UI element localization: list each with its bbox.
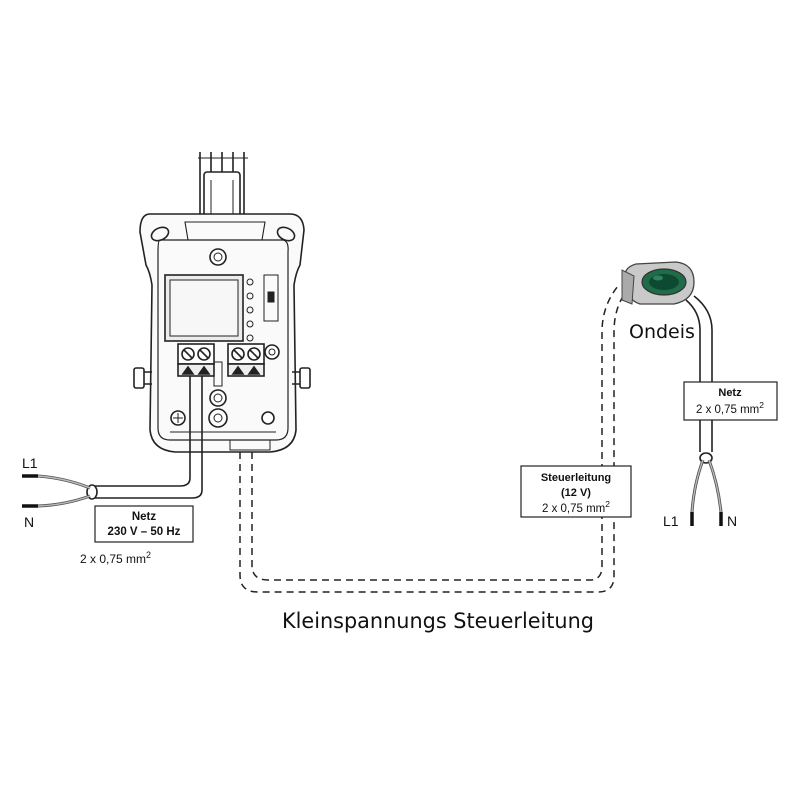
sensor-n-label: N (727, 513, 737, 529)
terminal-block-left (177, 343, 215, 377)
sensor-mains-cable (685, 295, 723, 526)
sensor-device (621, 261, 695, 305)
left-n-label: N (24, 514, 34, 530)
side-knob-right (292, 367, 311, 389)
left-l1-label: L1 (22, 455, 38, 471)
left-supply-box: Netz 230 V – 50 Hz (94, 505, 194, 543)
mount-hole-right (276, 226, 296, 242)
control-unit (133, 152, 311, 453)
cable-gland (198, 152, 248, 219)
sensor-l1-label: L1 (663, 513, 679, 529)
control-cable-box-title: Steuerleitung (541, 472, 611, 484)
control-cable-box-voltage: (12 V) (561, 487, 591, 499)
left-supply-box-title: Netz (132, 511, 157, 523)
left-supply-box-voltage: 230 V – 50 Hz (108, 526, 181, 538)
sensor-supply-box-title: Netz (718, 387, 742, 399)
left-cable-spec: 2 x 0,75 mm2 (80, 550, 151, 566)
control-cable (239, 285, 627, 593)
control-cable-caption: Kleinspannungs Steuerleitung (282, 609, 594, 633)
sensor-name: Ondeis (629, 321, 695, 343)
terminal-block-right (227, 343, 265, 377)
control-cable-box: Steuerleitung (12 V) 2 x 0,75 mm2 (520, 465, 632, 518)
sensor-supply-box-spec: 2 x 0,75 mm2 (696, 400, 764, 416)
control-cable-box-spec: 2 x 0,75 mm2 (542, 499, 610, 515)
mains-cable-left (22, 376, 203, 508)
sensor-supply-box: Netz 2 x 0,75 mm2 (683, 381, 778, 421)
side-knob-left (133, 367, 152, 389)
